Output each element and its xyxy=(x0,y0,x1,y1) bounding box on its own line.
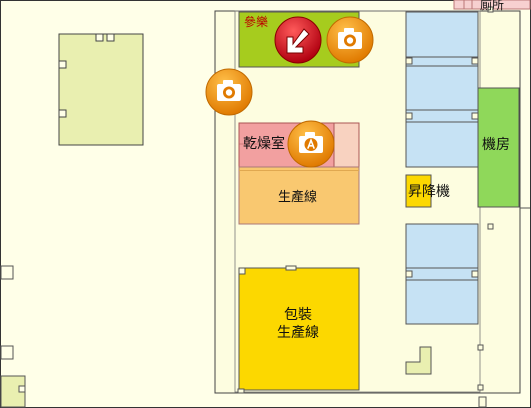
elevator[interactable] xyxy=(405,174,432,208)
left-edge-block-2 xyxy=(0,345,14,360)
elevator-label: 昇降機 xyxy=(408,184,450,200)
entrance-arrow-marker[interactable] xyxy=(274,16,322,64)
storage-blocks-lower xyxy=(405,223,479,325)
visit-room-label: 參樂 xyxy=(244,15,269,29)
drying-room-label: 乾燥室 xyxy=(243,136,285,152)
left-edge-block-1 xyxy=(0,265,14,280)
camera-marker-1[interactable] xyxy=(326,16,374,64)
storage-blocks-upper xyxy=(405,11,479,168)
outer-block-notch-4 xyxy=(106,33,115,42)
camera-icon xyxy=(338,28,362,49)
packaging-line-label-1: 包裝 xyxy=(284,307,312,323)
arrow-down-left-icon xyxy=(286,28,310,54)
machine-room[interactable] xyxy=(477,87,520,208)
toilet-label: 廁所 xyxy=(480,0,505,12)
outer-block-notch-2 xyxy=(58,109,67,118)
left-corner-notch xyxy=(18,385,26,393)
outer-block-notch-1 xyxy=(58,60,67,69)
packaging-line-label-2: 生產線 xyxy=(277,325,319,341)
camera-a-icon xyxy=(299,132,323,153)
camera-marker-2[interactable] xyxy=(205,68,253,116)
camera-marker-a[interactable] xyxy=(287,120,335,168)
outer-building-block xyxy=(58,33,144,146)
drying-room-annex xyxy=(333,122,360,168)
outer-block-notch-3 xyxy=(95,33,104,42)
camera-icon xyxy=(217,80,241,101)
stairway xyxy=(405,346,432,375)
machine-room-label: 機房 xyxy=(482,137,510,153)
production-line-area[interactable] xyxy=(238,166,360,225)
production-line-label: 生產線 xyxy=(278,190,318,205)
packaging-line-area[interactable] xyxy=(238,267,360,391)
